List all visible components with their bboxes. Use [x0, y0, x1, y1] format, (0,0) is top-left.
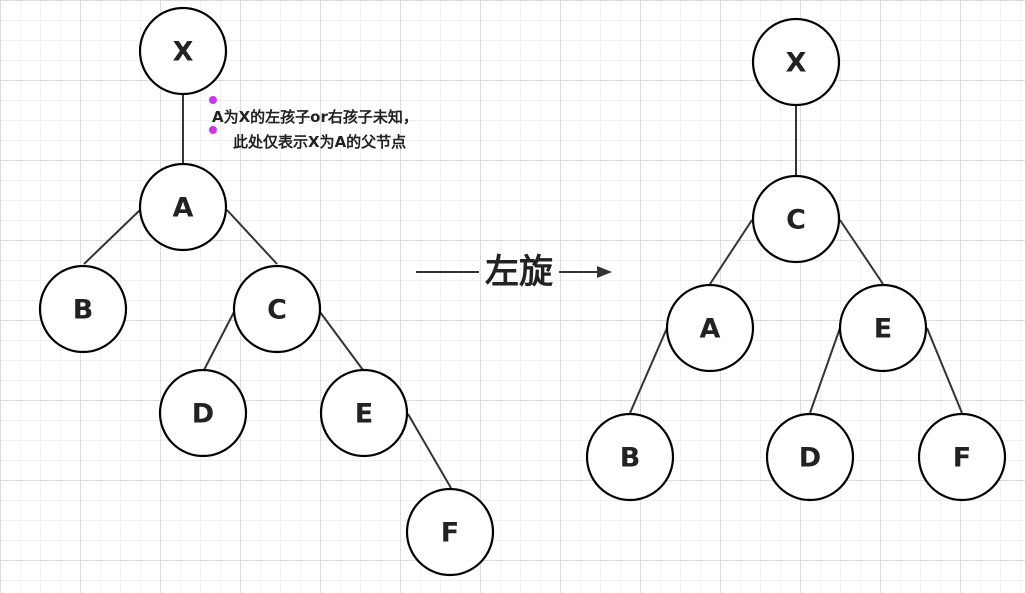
left-node-d: D [158, 368, 248, 458]
left-node-x: X [138, 6, 228, 96]
left-node-c-label: C [267, 295, 287, 326]
left-edge-a-b [83, 209, 141, 265]
right-node-f-label: F [953, 443, 971, 474]
right-tree: X C A E B D F [585, 17, 1007, 502]
right-node-a-label: A [700, 314, 721, 345]
left-node-e: E [319, 368, 409, 458]
right-edge-e-f [926, 327, 963, 414]
left-node-a-label: A [173, 193, 194, 224]
right-edge-e-d [809, 327, 841, 414]
rotation-arrow: 左旋 [416, 252, 612, 292]
left-edge-a-c [226, 209, 278, 265]
left-node-a: A [138, 162, 228, 252]
left-edge-e-f [407, 413, 452, 489]
note-marker-top-icon [209, 96, 217, 104]
right-edge-c-a [709, 219, 753, 285]
left-node-d-label: D [192, 399, 214, 430]
left-node-b-label: B [73, 295, 94, 326]
left-edge-c-e [319, 311, 364, 371]
left-node-c: C [232, 264, 322, 354]
right-node-a: A [665, 283, 755, 373]
right-node-d-label: D [799, 443, 821, 474]
left-node-f-label: F [441, 518, 459, 549]
rotation-label: 左旋 [485, 252, 553, 292]
left-node-f: F [405, 487, 495, 577]
right-node-b: B [585, 412, 675, 502]
right-node-e: E [838, 283, 928, 373]
right-node-d: D [765, 412, 855, 502]
right-node-x-label: X [786, 48, 807, 79]
note-line-2: 此处仅表示X为A的父节点 [233, 133, 406, 151]
parent-note: A为X的左孩子or右孩子未知， 此处仅表示X为A的父节点 [209, 96, 418, 151]
arrow-head-icon [597, 266, 612, 278]
right-node-e-label: E [874, 314, 892, 345]
left-node-b: B [38, 264, 128, 354]
left-node-x-label: X [173, 37, 194, 68]
right-node-x: X [751, 17, 841, 107]
note-line-1: A为X的左孩子or右孩子未知， [212, 108, 418, 126]
right-node-c: C [751, 174, 841, 264]
note-marker-bottom-icon [209, 126, 217, 134]
left-tree: X A B C D E F [38, 6, 495, 577]
left-node-e-label: E [355, 399, 373, 430]
right-node-f: F [917, 412, 1007, 502]
right-edge-c-e [839, 219, 884, 285]
right-node-b-label: B [620, 443, 641, 474]
right-edge-a-b [629, 327, 668, 414]
left-edge-c-d [203, 311, 235, 371]
right-node-c-label: C [786, 205, 806, 236]
